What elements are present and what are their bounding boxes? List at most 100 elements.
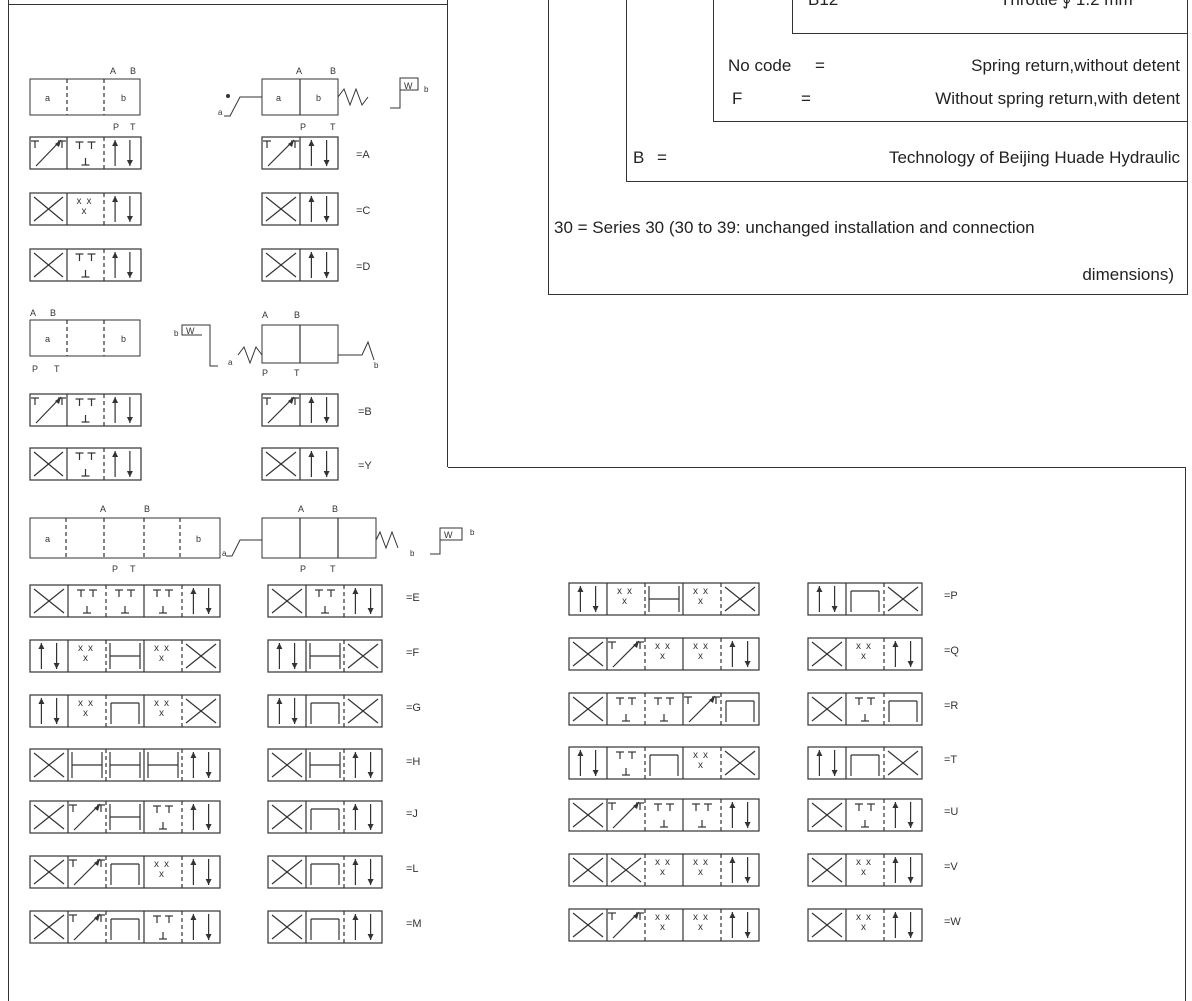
cross-path [811, 802, 843, 828]
arrow-head [892, 857, 899, 863]
throttle-code: B12 [808, 0, 838, 10]
x-mark: x [856, 641, 861, 652]
cross-path [572, 912, 604, 938]
x-mark: x [159, 869, 164, 880]
arrow-head [94, 859, 100, 866]
port-label-a: A [100, 504, 106, 514]
throttle-description: Throttle ∮ 1.2 mm [1000, 0, 1133, 10]
cross-path [33, 588, 65, 614]
arrow-head [126, 160, 133, 166]
frame-top-line [8, 4, 448, 5]
arrow-head [291, 718, 298, 724]
x-mark: x [164, 859, 169, 870]
detent-description-1: Spring return,without detent [971, 56, 1180, 75]
arrow-head [112, 196, 119, 202]
port-label-b: B [294, 310, 300, 320]
cross-path [724, 750, 756, 776]
detent-eq-1: = [815, 56, 825, 75]
port-label-a: A [262, 310, 268, 320]
spring-label: W [444, 530, 453, 540]
valve-symbol [807, 853, 923, 887]
arrow-head [205, 879, 212, 885]
x-mark: x [627, 586, 632, 597]
valve-symbol [267, 910, 383, 944]
arrow-head [53, 663, 60, 669]
cross-path [33, 859, 65, 885]
x-mark: x [693, 912, 698, 923]
cross-path [271, 588, 303, 614]
spool-code-label: =V [944, 861, 958, 873]
page-frame [8, 0, 448, 467]
port-label-t: T [330, 122, 336, 132]
valve-header-left [29, 319, 141, 357]
detent-icon [430, 527, 463, 555]
arrow-head [94, 914, 100, 921]
arrow-head [205, 824, 212, 830]
x-mark: x [660, 922, 665, 933]
arrow-head [592, 770, 599, 776]
x-mark: x [698, 922, 703, 933]
arrow-head [276, 643, 283, 649]
cross-path [610, 857, 642, 883]
cross-path [185, 698, 217, 724]
port-label-p: P [113, 122, 119, 132]
cross-path [811, 696, 843, 722]
valve-symbol [807, 798, 923, 832]
lever-icon [224, 96, 262, 117]
port-label-b: B [50, 308, 56, 318]
arrow-head [892, 912, 899, 918]
valve-symbol [807, 908, 923, 942]
arrow-head [55, 397, 61, 404]
arrow-head [729, 802, 736, 808]
valve-symbol [29, 192, 142, 226]
arrow-head [308, 140, 315, 146]
valve-symbol [267, 855, 383, 889]
x-mark: x [703, 912, 708, 923]
arrow-head [709, 696, 715, 703]
cross-path [271, 804, 303, 830]
actuator-label-b: b [174, 329, 179, 338]
x-mark: x [866, 912, 871, 923]
x-mark: x [698, 867, 703, 878]
x-mark: x [665, 641, 670, 652]
actuator-label-b: b [196, 534, 201, 544]
spool-code-label: =J [406, 808, 418, 820]
detent-box [713, 0, 1188, 122]
arrow-head [367, 824, 374, 830]
x-mark: x [154, 859, 159, 870]
spool-code-label: =A [356, 149, 370, 161]
arrow-head [367, 608, 374, 614]
x-mark: x [866, 857, 871, 868]
arrow-head [744, 661, 751, 667]
spool-code-label: =Q [944, 645, 959, 657]
detent-eq-2: = [801, 89, 811, 108]
cross-path [572, 641, 604, 667]
spring-label: W [186, 326, 195, 336]
x-mark: x [856, 857, 861, 868]
arrow-head [288, 397, 294, 404]
actuator-label-b: b [410, 549, 415, 558]
x-mark: x [698, 651, 703, 662]
port-label-t: T [294, 368, 300, 378]
arrow-head [190, 752, 197, 758]
arrow-head [323, 160, 330, 166]
arrow-head [323, 216, 330, 222]
x-mark: x [665, 912, 670, 923]
actuator-label-a: a [45, 534, 50, 544]
cross-path [33, 914, 65, 940]
x-mark: x [87, 196, 92, 207]
arrow-head [190, 588, 197, 594]
spring-icon [375, 530, 399, 550]
port-label-p: P [300, 122, 306, 132]
spool-code-label: =E [406, 592, 420, 604]
arrow-head [892, 802, 899, 808]
arrow-head [907, 877, 914, 883]
arrow-head [205, 934, 212, 940]
lever-icon [338, 340, 375, 361]
cross-path [271, 859, 303, 885]
x-mark: x [866, 641, 871, 652]
spool-code-label: =G [406, 702, 421, 714]
x-mark: x [703, 857, 708, 868]
x-mark: x [655, 857, 660, 868]
